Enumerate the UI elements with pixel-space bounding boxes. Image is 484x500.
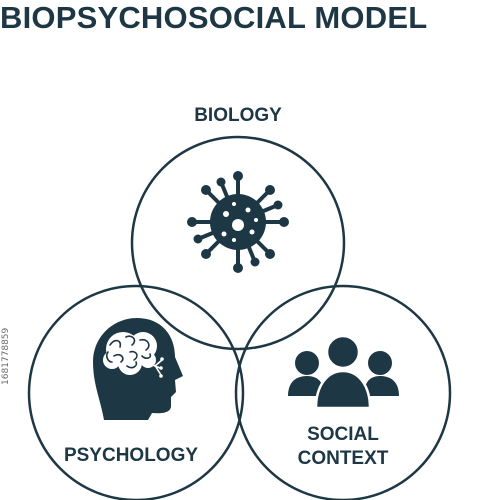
psychology-circle — [27, 284, 245, 500]
biology-circle — [130, 135, 346, 351]
virus-icon — [187, 171, 289, 273]
social-context-circle — [234, 284, 452, 500]
head-brain-icon — [93, 318, 183, 420]
side-id-value: 1681778859 — [1, 327, 11, 385]
social-context-label-line2: CONTEXT — [298, 448, 389, 469]
social-context-label-line1: SOCIAL — [307, 424, 379, 445]
psychology-label: PSYCHOLOGY — [64, 445, 198, 466]
biology-label: BIOLOGY — [194, 105, 282, 126]
group-people-icon — [288, 334, 399, 410]
diagram-title: BIOPSYCHOSOCIAL MODEL — [0, 0, 428, 35]
